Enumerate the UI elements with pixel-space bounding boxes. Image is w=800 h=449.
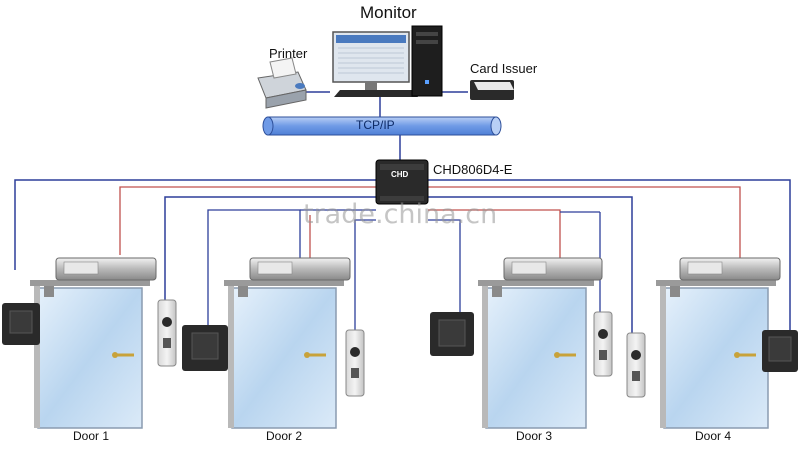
door-2: [228, 280, 337, 429]
card-reader-door-1: [2, 303, 40, 345]
card-reader-door-3: [430, 312, 474, 356]
pc-tower: [411, 25, 443, 97]
lock-door-4: [656, 257, 781, 286]
blue-door2-button: [354, 219, 376, 330]
monitor-label: Monitor: [360, 3, 417, 22]
watermark: trade.china.cn: [303, 199, 498, 230]
door-4: [660, 280, 769, 429]
blue-door2-reader: [207, 209, 301, 325]
controller-label: CHD806D4-E: [433, 162, 513, 177]
card-issuer-label: Card Issuer: [470, 61, 538, 76]
door-1: [34, 280, 143, 429]
door-4-label: Door 4: [695, 429, 732, 443]
printer-label: Printer: [269, 46, 308, 61]
blue-bus-right: [428, 179, 791, 330]
door-3-label: Door 3: [516, 429, 553, 443]
blue-door3-reader: [428, 219, 461, 312]
card-reader-door-2: [182, 325, 228, 371]
door-3: [482, 280, 587, 429]
controller-badge: CHD: [391, 170, 409, 179]
card-issuer-device: [470, 80, 514, 100]
lock-door-1: [30, 257, 157, 286]
monitor-workstation: [332, 25, 443, 97]
red-bus-left: [119, 186, 376, 255]
blue-bus-left: [14, 179, 376, 270]
door-1-label: Door 1: [73, 429, 110, 443]
lock-door-2: [224, 257, 351, 286]
exit-button-door-3b: [626, 332, 646, 398]
controller-unit: [375, 159, 429, 205]
exit-button-door-1: [157, 299, 177, 367]
door-2-label: Door 2: [266, 429, 303, 443]
blue-bus2-left: [164, 196, 376, 300]
network-label: TCP/IP: [356, 118, 395, 132]
card-reader-door-4: [762, 330, 798, 372]
tcp-ip-bus: [262, 116, 502, 136]
keyboard: [334, 90, 418, 97]
red-bus-right: [428, 186, 741, 262]
exit-button-door-3a: [593, 311, 613, 377]
red-door3-lock: [428, 209, 561, 262]
printer-icon: [257, 57, 307, 109]
exit-button-door-2: [345, 329, 365, 397]
lock-door-3: [478, 257, 603, 286]
wiring: [14, 91, 791, 335]
blue-bus2-right: [428, 196, 633, 335]
